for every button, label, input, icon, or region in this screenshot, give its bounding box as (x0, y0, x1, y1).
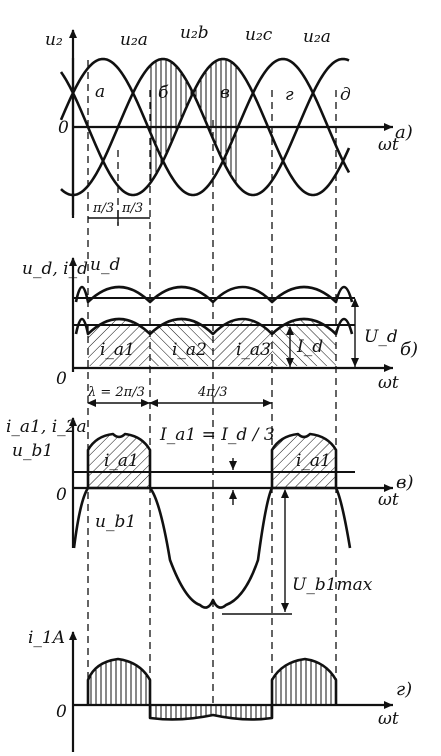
pulse-2-curve (270, 432, 338, 488)
Ia1-formula: I_a1 = I_d / 3 (159, 425, 275, 445)
panel-b: u_d, i_d u_d i_a1 i_a2 i_a3 I_d U_d 0 ωt… (22, 255, 418, 407)
point-label-v: в (220, 83, 230, 103)
panel-b-x-label: ωt (378, 373, 399, 393)
segment-ia2-hatch (150, 319, 213, 366)
pulse-1-hatch (88, 434, 150, 488)
phase-c-curve (59, 57, 351, 197)
angle-label-1: π/3 (92, 201, 114, 216)
segment-ia1-hatch (88, 319, 150, 366)
negative-current-hatch (150, 705, 272, 720)
ub1-curve-label: u_b1 (95, 512, 136, 532)
pulse-label-1: i_a1 (104, 451, 139, 471)
panel-c: i_a1, i_2a u_b1 i_a1 i_a1 I_a1 = I_d / 3… (6, 417, 414, 615)
guide-lines (87, 60, 337, 705)
pulse-2-hatch (272, 434, 336, 488)
panel-a-origin: 0 (58, 118, 69, 138)
curve-label-u2c: u₂c (245, 25, 273, 45)
point-label-b: б (158, 83, 169, 103)
panel-b-label: б) (400, 339, 418, 360)
angle-label-2: π/3 (121, 201, 143, 216)
current-pulse-2-hatch (272, 659, 336, 705)
panel-a-label: а) (395, 122, 413, 143)
Ud-label: U_d (364, 327, 398, 347)
phase-b-curve (60, 57, 350, 197)
segment-label-ia2: i_a2 (172, 340, 207, 360)
segment-ia3-hatch (213, 319, 272, 366)
shaded-lens-region (148, 59, 238, 186)
segment-label-ia1: i_a1 (100, 340, 135, 360)
id-ripple-curve (74, 317, 354, 336)
curve-label-u2a-second: u₂a (303, 27, 331, 47)
panel-c-x-label: ωt (378, 490, 399, 510)
current-pulse-1-hatch (88, 659, 150, 705)
panel-d-y-label: i_1A (28, 628, 65, 648)
segment-label-ia3: i_a3 (236, 340, 271, 360)
panel-a-y-label: u₂ (45, 30, 63, 50)
panel-a: u₂ u₂a u₂b u₂c u₂a a б в г д 0 ωt а) π/3… (45, 23, 413, 226)
phase-a-curve (59, 57, 351, 197)
panel-d-origin: 0 (56, 702, 67, 722)
ud-curve-label: u_d (90, 255, 120, 275)
Id-label: I_d (296, 337, 323, 357)
gap-label: 4π/3 (197, 385, 227, 400)
ub1-voltage-curve (72, 486, 352, 609)
panel-c-origin: 0 (56, 485, 67, 505)
panel-d-x-label: ωt (378, 709, 399, 729)
pulse-1-curve (86, 432, 152, 488)
curve-label-u2a: u₂a (120, 30, 148, 50)
panel-c-y-label-1: i_a1, i_2a (6, 417, 87, 437)
ud-ripple-curve (74, 285, 354, 304)
panel-d-label: г) (396, 679, 412, 700)
panel-b-y-label: u_d, i_d (22, 259, 88, 279)
ubmax-label: U_b1max (292, 575, 373, 595)
point-label-d: д (340, 85, 351, 105)
point-label-g: г (285, 85, 294, 105)
panel-b-origin: 0 (56, 369, 67, 389)
primary-current-curve (86, 657, 338, 721)
panel-c-y-label-2: u_b1 (12, 441, 53, 461)
panel-c-label: в) (396, 472, 414, 493)
pulse-label-2: i_a1 (296, 451, 331, 471)
point-label-a: a (95, 82, 105, 102)
curve-label-u2b: u₂b (180, 23, 209, 43)
lambda-label: λ = 2π/3 (87, 385, 145, 400)
panel-d: i_1A 0 ωt г) (28, 628, 412, 752)
panel-a-x-label: ωt (378, 135, 399, 155)
